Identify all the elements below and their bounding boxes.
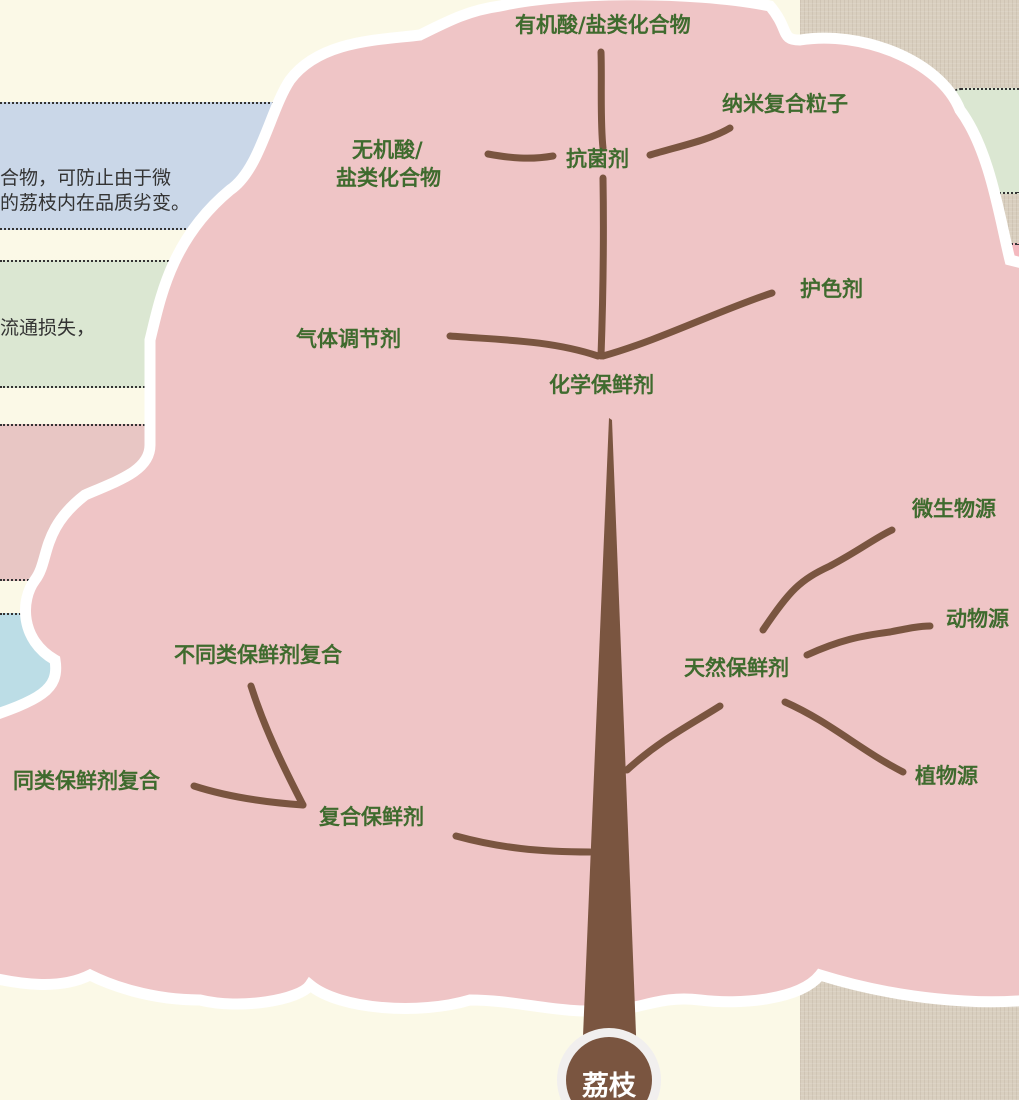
node-inorganic-line2: 盐类化合物 (336, 165, 441, 190)
branch-antibacterial-to-organic (597, 48, 607, 152)
branch-compound-to-diff (247, 682, 307, 809)
side-text-blue-1: 合物，可防止由于微 (0, 167, 172, 189)
tree-crown (0, 0, 1019, 1017)
side-text-green-1: 流通损失， (0, 317, 96, 339)
node-inorganic-line1: 无机酸/ (352, 137, 423, 162)
node-animal: 动物源 (946, 606, 1009, 631)
branch-antibacterial-to-nano (646, 124, 734, 159)
node-same-compound: 同类保鲜剂复合 (13, 768, 160, 793)
branch-trunk-to-natural (623, 702, 724, 774)
node-plant: 植物源 (915, 763, 978, 788)
node-microbial: 微生物源 (912, 496, 996, 521)
node-natural: 天然保鲜剂 (684, 655, 789, 680)
side-text-blue-2: 的荔枝内在品质劣变。 (0, 192, 191, 214)
node-organic-acid: 有机酸/盐类化合物 (515, 12, 691, 37)
branch-antibacterial-to-inorganic (484, 150, 557, 162)
branch-chemical-to-antibacterial (597, 174, 607, 360)
node-gas-regulate: 气体调节剂 (296, 326, 401, 351)
branch-chemical-to-color (599, 289, 776, 360)
branch-chemical-to-gas (446, 332, 602, 360)
branch-compound-to-same (190, 782, 307, 809)
branch-natural-to-animal (803, 622, 934, 659)
node-diff-compound: 不同类保鲜剂复合 (174, 642, 342, 667)
branch-trunk-to-compound (452, 832, 594, 856)
root-label: 荔枝 (582, 1071, 636, 1102)
branch-natural-to-microbial (759, 526, 896, 634)
node-antibacterial: 抗菌剂 (566, 146, 629, 171)
node-chemical: 化学保鲜剂 (549, 372, 654, 397)
node-color-protect: 护色剂 (800, 276, 863, 301)
node-compound: 复合保鲜剂 (319, 804, 424, 829)
tree-trunk (582, 418, 637, 1060)
branch-natural-to-plant (781, 698, 907, 776)
root-node-inner (566, 1037, 652, 1100)
node-nano: 纳米复合粒子 (722, 91, 848, 116)
